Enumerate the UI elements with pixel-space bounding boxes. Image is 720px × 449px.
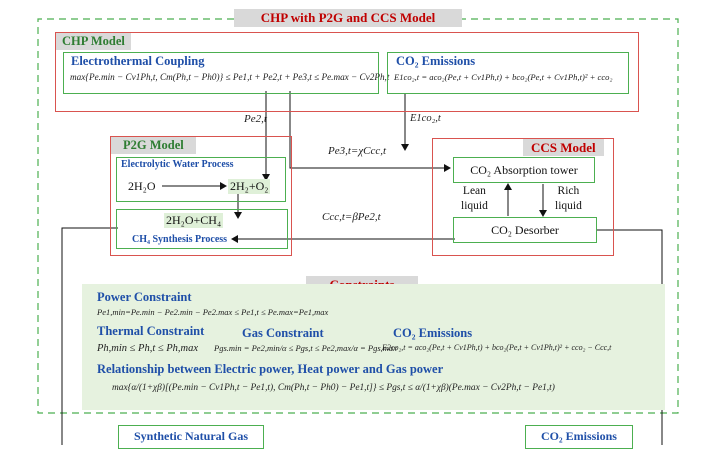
chp-co2-emissions-box — [387, 52, 629, 94]
outer-dashed-frame — [37, 18, 679, 414]
bottom-co2-emissions-box: CO₂ Emissions — [525, 425, 633, 449]
ch4-synthesis-equation: 2H₂O+CH₄ — [164, 213, 224, 228]
chp-co2-emissions-heading: CO₂ Emissions — [396, 54, 476, 68]
synthetic-natural-gas-box: Synthetic Natural Gas — [118, 425, 264, 449]
power-constraint-heading: Power Constraint — [97, 290, 192, 304]
thermal-constraint-heading: Thermal Constraint — [97, 324, 205, 338]
electrolytic-rhs: 2H₂+O₂ — [228, 179, 271, 194]
electrolytic-process-heading: Electrolytic Water Process — [121, 159, 234, 170]
pe3-flow-label: Pe3,t=χCcc,t — [328, 145, 387, 157]
p2g-model-label: P2G Model — [111, 137, 196, 154]
relationship-equation: max{α/(1+χβ)[(Pe.min − Cv1Ph,t − Pe1,t),… — [112, 383, 555, 393]
electrolytic-process-box — [116, 157, 286, 202]
constraints-panel — [82, 284, 665, 410]
ccs-model-box — [432, 138, 614, 256]
pe3-line — [289, 91, 451, 172]
co2-absorption-tower: CO₂ Absorption tower — [453, 157, 595, 183]
chp-co2-emissions-equation: E1co₂,t = aco₂(Pe,t + Cv1Ph,t) + bco₂(Pe… — [394, 72, 613, 82]
electrolytic-lhs: 2H₂O — [128, 179, 156, 193]
chp-model-label: CHP Model — [56, 33, 131, 50]
ch4-synthesis-box — [116, 209, 288, 249]
co2-desorber: CO₂ Desorber — [453, 217, 597, 243]
pe2-flow-label: Pe2,t — [244, 113, 267, 125]
chp-model-box — [55, 32, 639, 112]
electrothermal-coupling-box — [63, 52, 379, 94]
main-title: CHP with P2G and CCS Model — [234, 9, 462, 27]
rich-liquid-label: Rich liquid — [555, 185, 582, 212]
power-constraint-equation: Pe1,min=Pe.min − Pe2.min − Pe2.max ≤ Pe1… — [97, 307, 329, 317]
p2g-model-box — [110, 136, 292, 256]
lean-liquid-label: Lean liquid — [461, 185, 488, 212]
electrothermal-coupling-heading: Electrothermal Coupling — [71, 54, 205, 68]
co2-constraint-heading: CO₂ Emissions — [393, 326, 473, 340]
ccc-flow-label: Ccc,t=βPe2,t — [322, 211, 381, 223]
relationship-heading: Relationship between Electric power, Hea… — [97, 362, 444, 376]
sng-output-line — [61, 227, 118, 445]
e1co2-flow-label: E1co₂,t — [410, 113, 441, 124]
electrothermal-coupling-equation: max{Pe.min − Cv1Ph,t, Cm(Ph,t − Ph0)} ≤ … — [70, 72, 390, 82]
ccs-model-label: CCS Model — [523, 139, 604, 156]
thermal-constraint-equation: Ph,min ≤ Ph,t ≤ Ph,max — [97, 343, 199, 354]
co2-constraint-equation: E2co₂,t = aco₂(Pe,t + Cv1Ph,t) + bco₂(Pe… — [382, 343, 612, 352]
ch4-synthesis-heading: CH₄ Synthesis Process — [132, 234, 228, 245]
gas-constraint-equation: Pgs.min = Pe2,min/α ≤ Pgs,t ≤ Pe2,max/α … — [214, 343, 397, 353]
gas-constraint-heading: Gas Constraint — [242, 326, 324, 340]
